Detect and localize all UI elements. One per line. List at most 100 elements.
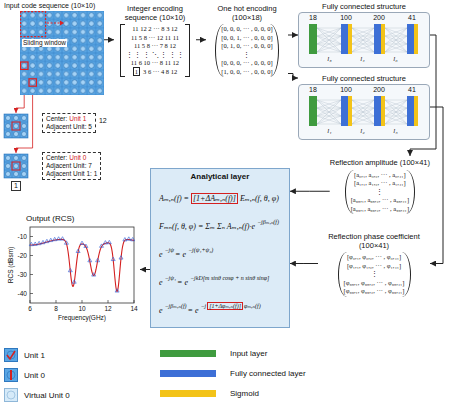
legend-entry: Fully connected layer [160, 369, 306, 378]
matrix-row: [0, 0, 0, ··· , 0, 0, 0] [221, 59, 272, 66]
layer-index: l₂ [360, 127, 364, 136]
tick-label: -20 [18, 252, 27, 260]
matrix-row: [1, 0, 0, ··· , 0, 0, 0] [221, 68, 272, 75]
panel-title: Input code sequence (10×10) [4, 2, 104, 9]
code-value: 12 [99, 117, 107, 125]
matrix-row: ⋮ [376, 188, 383, 195]
flow-arrow [430, 107, 443, 264]
matrix-row: ⋮ ⋮ ⋮ ⋱ ⋮ ⋮ ⋮ [126, 51, 185, 58]
legend-icon [4, 348, 18, 362]
equation-line: Aₘ,ₙ(f) =[1+ΔAₘ,ₙ(f)]Eₘ,ₙ(f, θ, φ) [159, 194, 281, 204]
window-label: Sliding window [22, 39, 67, 47]
network-panel: 1810020041l₃l₄l₆ [298, 12, 430, 68]
input-sequence: Input code sequence (10×10) [4, 2, 104, 95]
matrix-body: 11 12 2 ··· 8 3 1211 5 8 ··· 12 11 1111 … [120, 24, 191, 77]
unit-name: Unit 1 [69, 115, 86, 122]
matrix-row-line: [a₁,₁, a₁,₂, ··· , a₁,₄₁] [351, 179, 409, 188]
legend-swatch [160, 390, 216, 397]
legend-icon [4, 368, 18, 382]
equation-term: = e [175, 250, 186, 259]
exponent: φₘ,ₙ(f) [244, 303, 261, 309]
matrix-row: 11 12 2 ··· 8 3 12 [132, 25, 177, 32]
exponent: −jkD[m sinθ cosφ + n sinθ sinφ] [190, 275, 269, 281]
equation-term: e [159, 250, 163, 259]
matrix-body: [φ₀,₁, φ₀,₂, ··· , φ₀,₄₁] [φ₁,₁, φ₁,₂, ··… [338, 252, 411, 297]
legend-text: Fully connected layer [230, 369, 306, 378]
analytical-layer: Analytical layerAₘ,ₙ(f) =[1+ΔAₘ,ₙ(f)]Eₘ,… [150, 168, 290, 328]
flow-arrow [288, 74, 298, 79]
equation-term: [1+ΔAₘ,ₙ(f)] [191, 193, 238, 204]
matrix-row: [0, 1, 0, ··· , 0, 0, 0] [221, 42, 272, 49]
matrix-row: [φ₁,₁, φ₁,₂, ··· , φ₁,₄₁] [347, 262, 401, 269]
unit-name: Unit 0 [69, 154, 86, 161]
rcs-output: Output (RCS)RCS (dBsm)Frequency(GHz)-10-… [4, 214, 140, 325]
matrix-row-line: [a₉₉,₁, a₉₉,₂, ··· , a₉₉,₄₁] [351, 205, 409, 214]
exponent: −j(ψ₁+ψ₂) [188, 247, 213, 253]
legend-entry: Unit 0 [4, 368, 45, 382]
matrix-row: ⋮ [371, 270, 378, 277]
matrix-row: 11 5 8 ··· 12 11 11 [131, 34, 179, 41]
equation-term: e [159, 278, 163, 287]
matrix-row-line: [φ₉₉,₁, φ₉₉,₂, ··· , φ₉₉,₄₁] [344, 287, 405, 296]
layer-index: l₅ [393, 127, 397, 136]
tick-label: 6 [28, 305, 32, 313]
layer-size: 41 [408, 85, 416, 94]
layer-size: 18 [309, 13, 317, 22]
onehot-matrix: One hot encoding (100×18) [0, 0, 0, ··· ,… [206, 2, 288, 78]
metasurface-grid [20, 11, 104, 95]
panel-title: Fully connected structure [298, 74, 430, 83]
layer-size: 200 [373, 85, 385, 94]
tick-label: 14 [130, 305, 137, 313]
flow-arrow [196, 39, 206, 40]
legend-icon [4, 388, 18, 402]
callout-text: Adjacent Unit: 5 [46, 123, 92, 131]
legend-text: Input layer [230, 349, 267, 358]
callout-text: Adjacent Unit 1: 1 [46, 170, 97, 178]
matrix-row: [a₁,₁, a₁,₂, ··· , a₁,₄₁] [354, 179, 406, 186]
matrix-row-line: [0, 1, 0, ··· , 0, 0, 0] [221, 42, 272, 51]
legend-swatch [160, 370, 216, 377]
layer-size: 100 [340, 13, 352, 22]
panel-title: Output (RCS) [26, 214, 140, 223]
callout-text: Center: [46, 154, 67, 161]
tick-label: -30 [18, 271, 27, 279]
matrix-row-line: [a₉₈,₁, a₉₈,₂, ··· , a₉₈,₄₁] [351, 196, 409, 205]
matrix-row: ⋮ [243, 51, 250, 58]
matrix-row: 1 [133, 67, 140, 76]
legend-entry: Input layer [160, 349, 267, 358]
layer-size: 18 [309, 85, 317, 94]
matrix-row-line: 11 5 8 ··· 7 8 12 [126, 42, 185, 51]
legend-text: Unit 1 [24, 351, 45, 360]
equation-term: Aₘ,ₙ(f) = [159, 194, 189, 203]
matrix-row-line: 11 5 8 ··· 12 11 11 [126, 34, 185, 43]
equation-line: e−jψ= e−j(ψ₁+ψ₂) [159, 245, 281, 260]
layer-index: l₆ [393, 55, 397, 64]
matrix-row: [φ₀,₁, φ₀,₂, ··· , φ₀,₄₁] [347, 253, 401, 260]
code-value: 1 [11, 181, 21, 191]
legend-entry: Virtual Unit 0 [4, 388, 70, 402]
exponent: −jβₘ,ₙ(f) [257, 219, 279, 225]
matrix-row-line: [φ₉₈,₁, φ₉₈,₂, ··· , φ₉₈,₄₁] [344, 279, 405, 288]
matrix-row-line: [1, 0, 0, ··· , 0, 0, 0] [221, 68, 272, 77]
matrix-row: 11 6 10 ··· 8 11 12 [131, 59, 179, 66]
matrix-body: [a₀,₁, a₀,₂, ··· , a₀,₄₁][a₁,₁, a₁,₂, ··… [345, 170, 415, 215]
tick-label: 8 [54, 305, 58, 313]
layer-title: Analytical layer [159, 172, 281, 181]
matrix-row-line: 13 6 ··· 4 8 12 [126, 68, 185, 77]
legend-text: Unit 0 [24, 371, 45, 380]
matrix-row-line: [0, 0, 1, ··· , 0, 0, 0] [221, 34, 272, 43]
matrix-row-line: [φ₁,₁, φ₁,₂, ··· , φ₁,₄₁] [344, 262, 405, 271]
amplitude-matrix: Reflection amplitude (100×41)[a₀,₁, a₀,₂… [330, 156, 430, 215]
flow-arrow [104, 39, 114, 40]
matrix-row: [0, 0, 1, ··· , 0, 0, 0] [221, 34, 272, 41]
matrix-title: Reflection phase coefficient (100×41) [318, 233, 430, 250]
matrix-row: [0, 0, 0, ··· , 0, 0, 0] [221, 25, 272, 32]
flow-arrow [290, 191, 330, 192]
rcs-chart: RCS (dBsm)Frequency(GHz)-10-20-30-406810… [4, 223, 140, 325]
exponent: −jβₘ,ₙ(f) [165, 303, 187, 309]
exponent: −jψ₁ [165, 275, 177, 281]
layer-index: l₃ [327, 55, 331, 64]
matrix-title: One hot encoding (100×18) [206, 5, 288, 22]
tick-label: -10 [18, 233, 27, 241]
